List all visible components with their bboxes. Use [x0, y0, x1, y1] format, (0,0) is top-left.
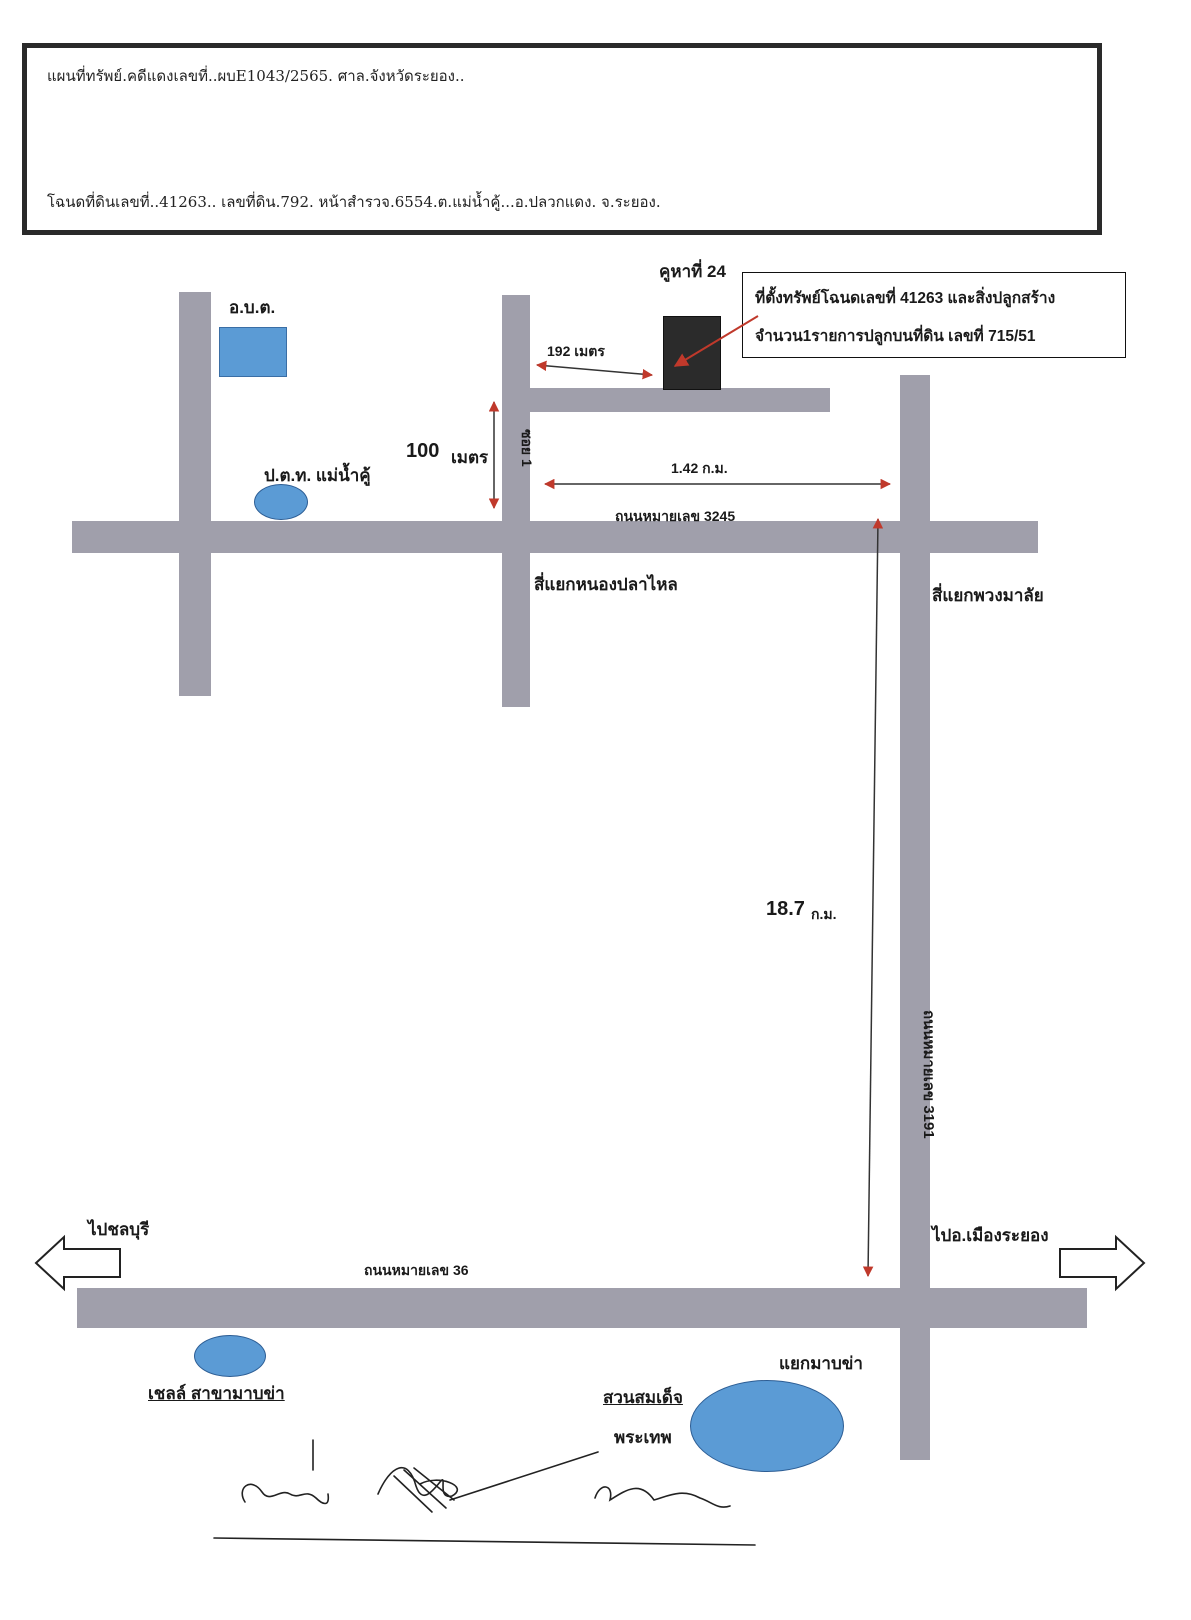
property-marker	[663, 316, 721, 390]
property-pointer	[673, 315, 759, 367]
junction-nong-pla-lai-label: สี่แยกหนองปลาไหล	[534, 575, 678, 594]
road-3245-label: ถนนหมายเลข 3245	[615, 508, 736, 524]
police-station	[254, 484, 308, 520]
road-3191	[900, 375, 930, 1460]
road-to-property	[530, 388, 830, 412]
arrow-192m	[535, 360, 654, 380]
map-kha-junction-label: แยกมาบข่า	[779, 1354, 863, 1373]
to-rayong-label: ไปอ.เมืองระยอง	[932, 1226, 1049, 1245]
canal-label: คูหาที่ 24	[659, 262, 726, 281]
obt-label: อ.บ.ต.	[229, 298, 276, 317]
arrow-187km	[862, 517, 884, 1278]
shell-station	[194, 1335, 266, 1377]
distance-100-number: 100	[406, 440, 440, 462]
property-callout: ที่ตั้งทรัพย์โฉนดเลขที่ 41263 และสิ่งปลู…	[742, 272, 1126, 358]
road-3191-label: ถนนหมายเลข 3191	[920, 1010, 937, 1139]
road-left-vertical	[179, 292, 211, 696]
shell-label: เชลล์ สาขามาบข่า	[148, 1384, 285, 1403]
callout-line1: ที่ตั้งทรัพย์โฉนดเลขที่ 41263 และสิ่งปลู…	[755, 290, 1056, 307]
to-chonburi-label: ไปชลบุรี	[88, 1220, 150, 1239]
case-title: แผนที่ทรัพย์.คดีแดงเลขที่..ผบE1043/2565.…	[47, 67, 465, 85]
road-soi-1	[502, 295, 530, 707]
distance-100-unit: เมตร	[451, 448, 489, 467]
deed-info: โฉนดที่ดินเลขที่..41263.. เลขที่ดิน.792.…	[47, 193, 661, 211]
junction-puang-malai-label: สี่แยกพวงมาลัย	[932, 586, 1044, 605]
header-box: แผนที่ทรัพย์.คดีแดงเลขที่..ผบE1043/2565.…	[22, 43, 1102, 235]
park-label-line1: สวนสมเด็จ	[603, 1388, 683, 1407]
obt-building	[219, 327, 287, 377]
arrow-to-chonburi-icon	[34, 1234, 121, 1292]
distance-142-label: 1.42 ก.ม.	[671, 460, 728, 476]
road-36-label: ถนนหมายเลข 36	[364, 1262, 469, 1278]
police-label: ป.ต.ท. แม่น้ำคู้	[264, 466, 371, 485]
distance-187-unit: ก.ม.	[811, 906, 837, 922]
park	[690, 1380, 844, 1472]
arrow-to-rayong-icon	[1059, 1234, 1146, 1292]
road-36	[77, 1288, 1087, 1328]
distance-187-number: 18.7	[766, 898, 805, 920]
distance-192-label: 192 เมตร	[547, 343, 605, 359]
callout-line2: จำนวน1รายการปลูกบนที่ดิน เลขที่ 715/51	[755, 328, 1036, 345]
park-label-line2: พระเทพ	[614, 1428, 672, 1447]
signatures-icon	[213, 1439, 756, 1546]
